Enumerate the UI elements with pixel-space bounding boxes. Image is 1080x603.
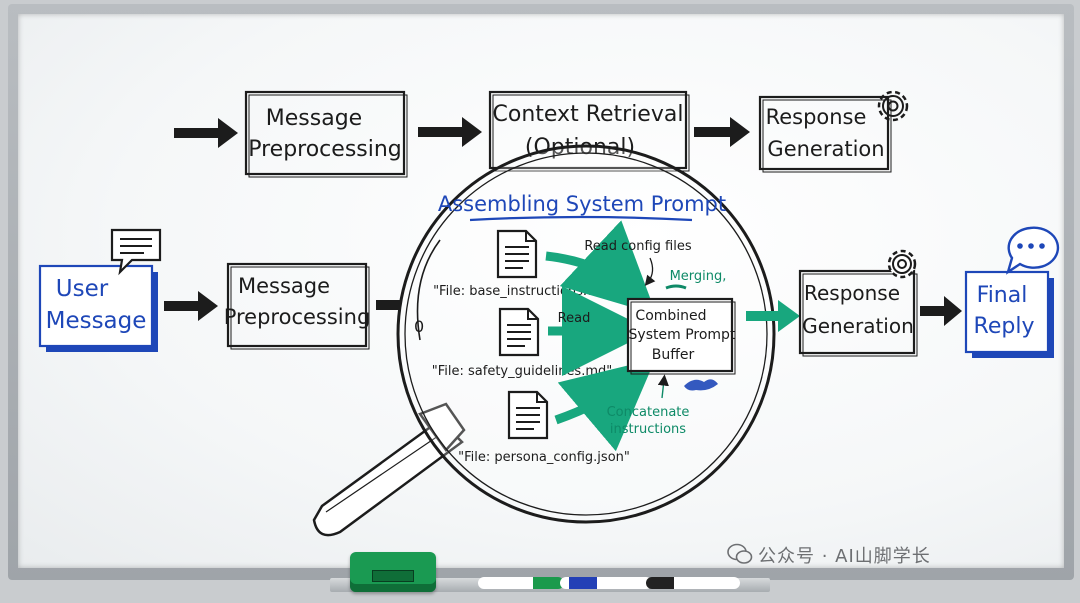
top-arrow-2 [418,117,482,147]
buffer-line1: Combined [635,308,706,324]
main-response-generation-box: Response Generation [798,269,918,357]
annotation-concatenate-2: instructions [610,422,686,437]
final-reply-line1: Final [977,283,1028,308]
annotation-merging: Merging, [670,269,727,284]
black-marker [646,577,740,589]
user-message-line2: Message [46,308,147,334]
final-reply-box: Final Reply [964,270,1054,358]
top-entry-arrow [174,118,238,148]
main-message-preprocessing-box: Message Preprocessing [224,262,371,350]
file-icon-persona [507,390,549,440]
concatenate-pointer [657,374,669,399]
top-step-context-retrieval: Context Retrieval (Optional) [488,90,690,172]
main-response-line2: Generation [802,314,914,338]
whiteboard-surface [18,14,1064,568]
whiteboard-frame [8,4,1074,580]
main-arrow-into-magnifier [376,300,400,310]
wechat-icon [727,543,753,564]
green-marker [478,577,564,589]
chat-bubble-icon [110,228,162,276]
main-arrow-to-final [920,296,962,326]
user-message-box: User Message [38,264,158,352]
eraser-label [372,570,414,582]
final-reply-line2: Reply [974,314,1035,339]
top-step3-line1: Response [766,105,867,129]
blue-marker [560,577,652,589]
gear-icon [887,249,917,279]
teal-arrow-base-to-buffer [545,220,657,315]
assembling-title: Assembling System Prompt [438,192,726,216]
combined-buffer-box: Combined System Prompt Buffer [626,297,736,375]
annotation-read: Read [558,311,591,326]
teal-arrow-persona-to-buffer [554,358,656,452]
file-icon-safety [498,307,540,357]
top-step1-line2: Preprocessing [248,137,402,162]
main-arrow-1 [164,291,218,321]
top-step1-line1: Message [266,106,362,131]
gear-icon [877,90,909,122]
file-label-base: "File: base_instructions.txt" [433,284,611,299]
magnifier-title: Assembling System Prompt [438,192,726,222]
top-step-message-preprocessing: Message Preprocessing [244,90,408,178]
top-step2-line1: Context Retrieval [493,102,684,127]
speech-bubble-icon [1005,226,1060,275]
annotation-concatenate-1: Concatenate [607,405,690,420]
teal-arrow-to-response [746,300,800,332]
magnifier-handle [312,402,466,537]
annotation-read-config: Read config files [584,239,692,254]
main-preprocessing-line2: Preprocessing [224,305,371,329]
main-response-line1: Response [804,281,900,305]
file-icon-base [496,229,538,279]
blue-scribble [684,379,718,391]
read-config-pointer [644,257,656,287]
top-step-response-generation: Response Generation [758,95,892,173]
buffer-line2: System Prompt [629,327,736,343]
user-message-line1: User [56,276,109,302]
watermark: 公众号 · AI山脚学长 [758,546,931,567]
top-arrow-3 [694,117,750,147]
file-label-safety: "File: safety_guidelines.md" [432,364,612,379]
main-preprocessing-line1: Message [238,274,330,298]
stray-mark: 0 [414,317,424,336]
top-step3-line2: Generation [767,137,884,161]
file-label-persona: "File: persona_config.json" [458,450,630,465]
buffer-line3: Buffer [652,347,695,363]
merging-scribble [665,284,687,290]
